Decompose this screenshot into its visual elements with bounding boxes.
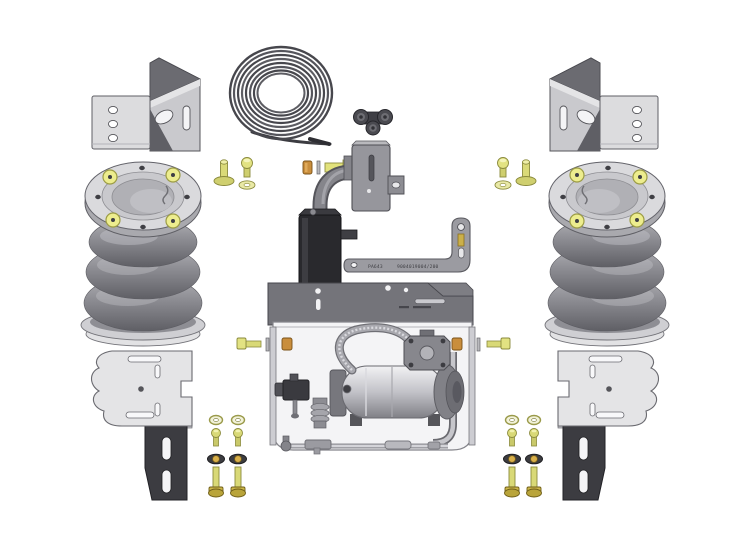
valve-canister (298, 208, 358, 292)
lower-bracket-right (557, 350, 660, 501)
hardware-cluster-right (502, 414, 544, 498)
upper-bracket-left (91, 57, 201, 152)
tray-side-hardware-left (236, 337, 293, 352)
upper-bracket-right (549, 57, 659, 152)
strap-gold-screw (457, 233, 465, 247)
tray-side-hardware-right (451, 337, 511, 352)
compressor-rear-bracket (267, 282, 474, 326)
tray-valve-block (274, 373, 310, 419)
etched-part-number-left: PA643 (368, 264, 383, 270)
spring-fasteners-right (494, 157, 537, 190)
spring-fasteners-left (213, 157, 256, 190)
air-spring-right (544, 161, 670, 347)
etched-part-number-right: 9004019004/200 (397, 264, 439, 270)
manifold-block (403, 329, 451, 371)
tee-fitting (353, 109, 393, 136)
lower-bracket-left (90, 350, 193, 501)
air-line-coil (228, 45, 334, 146)
support-strap: PA643 9004019004/200 (343, 217, 471, 273)
compressor-motor (329, 364, 465, 426)
filter-stack (310, 397, 330, 429)
braided-hose (334, 323, 414, 375)
upright-bracket (312, 140, 405, 216)
compressor-assembly (236, 282, 511, 455)
hardware-cluster-left (206, 414, 248, 498)
air-spring-left (80, 161, 206, 347)
bottom-air-line (280, 435, 448, 455)
